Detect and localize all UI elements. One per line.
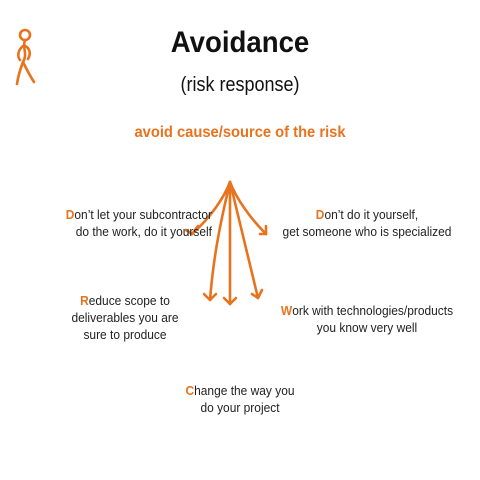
item-4: Change the way you do your project bbox=[157, 382, 323, 416]
item-line: ork with technologies/products bbox=[292, 303, 454, 318]
item-line: get someone who is specialized bbox=[282, 224, 452, 239]
stick-figure-icon bbox=[15, 28, 36, 86]
item-line: deliverables you are bbox=[71, 310, 179, 325]
item-2: Reduce scope to deliverables you are sur… bbox=[56, 292, 194, 343]
item-line: hange the way you bbox=[194, 383, 295, 398]
item-line: do the work, do it yourself bbox=[75, 224, 212, 239]
item-0: Don’t let your subcontractor do the work… bbox=[28, 206, 212, 240]
item-line: you know very well bbox=[316, 320, 418, 335]
item-1: Don’t do it yourself, get someone who is… bbox=[270, 206, 463, 240]
branching-arrows-icon bbox=[184, 180, 268, 306]
item-line: educe scope to bbox=[88, 293, 170, 308]
item-first-letter: C bbox=[185, 383, 195, 398]
item-line: on’t do it yourself, bbox=[324, 207, 419, 222]
item-3: Work with technologies/products you know… bbox=[270, 302, 463, 336]
item-first-letter: W bbox=[280, 303, 293, 318]
item-line: do your project bbox=[200, 400, 280, 415]
headline: avoid cause/source of the risk bbox=[134, 124, 346, 141]
item-first-letter: D bbox=[315, 207, 325, 222]
page-title: Avoidance bbox=[170, 26, 310, 59]
item-line: on’t let your subcontractor bbox=[74, 207, 212, 222]
item-first-letter: D bbox=[65, 207, 75, 222]
page-subtitle: (risk response) bbox=[180, 74, 300, 96]
item-first-letter: R bbox=[80, 293, 89, 308]
item-line: sure to produce bbox=[83, 327, 167, 342]
